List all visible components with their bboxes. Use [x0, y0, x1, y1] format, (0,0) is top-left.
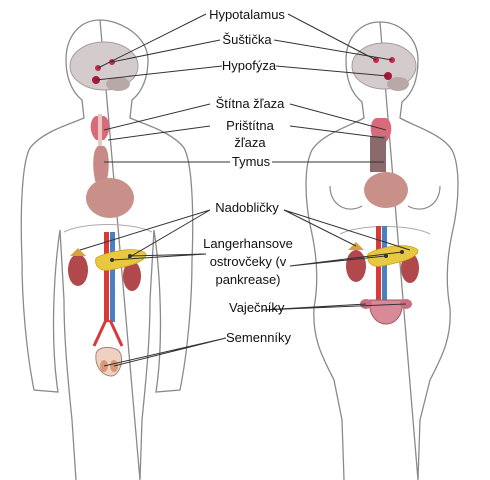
- label-hypothalamus: Hypotalamus: [209, 7, 285, 22]
- female-vena-cava: [382, 226, 387, 310]
- female-body-outline: [305, 21, 459, 480]
- labels: Hypotalamus Šuštička Hypofýza Štítna žľa…: [203, 7, 293, 345]
- male-adrenal-left: [70, 248, 86, 256]
- leader-adrenal: [79, 209, 411, 259]
- male-vena-cava: [110, 232, 115, 322]
- female-pancreas: [367, 245, 419, 267]
- label-islets-1: Langerhansove: [203, 236, 293, 251]
- female-lungs: [364, 172, 408, 208]
- female-kidney-left: [346, 250, 366, 282]
- male-testes: [95, 346, 123, 377]
- leader-islets: [111, 251, 403, 267]
- label-pineal: Šuštička: [222, 32, 272, 47]
- female-figure: [305, 21, 459, 480]
- male-kidney-left: [68, 254, 88, 286]
- leader-pituitary: [95, 65, 389, 81]
- leader-lines: [79, 13, 411, 367]
- leader-ovaries: [261, 303, 407, 311]
- male-trachea: [98, 114, 102, 148]
- label-islets-2: ostrovčeky (v: [210, 254, 287, 269]
- male-thymus: [93, 146, 109, 184]
- female-thymus-marker: [370, 136, 386, 172]
- male-figure: [20, 19, 194, 480]
- female-uterus: [369, 299, 403, 325]
- female-breast-right: [407, 185, 441, 210]
- label-ovaries: Vaječníky: [229, 300, 285, 315]
- male-aorta: [104, 232, 109, 322]
- male-kidney-right: [123, 261, 141, 291]
- male-lungs: [86, 178, 134, 218]
- label-pituitary: Hypofýza: [222, 58, 277, 73]
- leader-hypothalamus: [97, 13, 377, 69]
- female-cerebellum: [387, 77, 409, 91]
- label-parathyroid-2: žľaza: [234, 135, 266, 150]
- leader-thyroid: [103, 103, 387, 131]
- male-iliac-vessels: [92, 319, 124, 347]
- label-islets-3: pankrease): [215, 272, 280, 287]
- label-parathyroid-1: Prištítna: [226, 118, 274, 133]
- female-aorta: [376, 226, 381, 310]
- leader-testes: [103, 337, 227, 367]
- label-thymus: Tymus: [232, 154, 271, 169]
- label-adrenal: Nadobličky: [215, 200, 279, 215]
- female-breast-left: [329, 185, 363, 210]
- label-thyroid: Štítna žľaza: [216, 96, 286, 111]
- male-cerebellum: [106, 77, 130, 91]
- label-testes: Semenníky: [226, 330, 292, 345]
- male-diaphragm: [63, 224, 153, 233]
- leader-pineal: [111, 39, 393, 63]
- leader-parathyroid: [107, 125, 385, 141]
